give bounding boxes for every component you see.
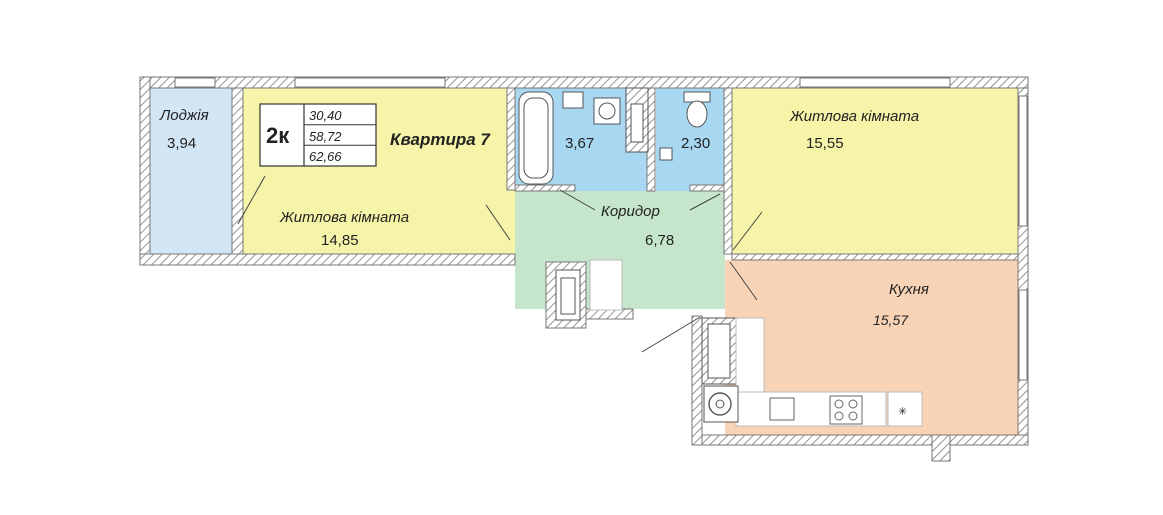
shaft-corridor-inner xyxy=(560,277,576,315)
washing-machine xyxy=(593,97,621,125)
wc-area: 2,30 xyxy=(681,135,710,152)
boiler-ring xyxy=(708,392,732,416)
living-room-2-name: Житлова кімната xyxy=(789,108,919,125)
living-room-1-name: Житлова кімната xyxy=(279,209,409,226)
shaft-bath-inner xyxy=(630,103,644,143)
loggia-area: 3,94 xyxy=(167,135,196,152)
door-wc xyxy=(689,193,721,211)
living-room-1-area: 14,85 xyxy=(321,232,359,249)
corridor-area: 6,78 xyxy=(645,232,674,249)
wall-living2-kitchen xyxy=(731,253,1019,261)
info-box xyxy=(259,103,377,167)
kitchen-area: 15,57 xyxy=(873,312,909,328)
window-right xyxy=(1018,95,1028,227)
wall-bottom-left xyxy=(139,253,516,266)
door-kitchen xyxy=(729,261,758,301)
apartment-title: Квартира 7 xyxy=(390,130,491,149)
wall-bottom-right xyxy=(691,434,1029,446)
door-loggia xyxy=(237,175,266,225)
fridge-icon: ✳ xyxy=(898,406,907,418)
door-living-2 xyxy=(732,211,763,251)
area-total-loggia: 62,66 xyxy=(309,149,342,164)
fridge xyxy=(887,391,923,427)
wall-tail xyxy=(931,434,951,462)
kitchen-name: Кухня xyxy=(889,281,929,298)
wall-living-bath xyxy=(506,87,516,191)
window-kitchen xyxy=(1018,289,1028,381)
burner-2 xyxy=(848,399,858,409)
wall-bath-bottom xyxy=(514,184,576,192)
window-living-1 xyxy=(294,77,446,88)
bathroom-area: 3,67 xyxy=(565,135,594,152)
kitchen-counter-bottom xyxy=(735,391,887,427)
corridor-name: Коридор xyxy=(601,203,660,220)
burner-4 xyxy=(848,411,858,421)
door-living-1 xyxy=(485,204,511,241)
bathtub xyxy=(518,91,554,185)
floor-drain xyxy=(659,147,673,161)
burner-1 xyxy=(834,399,844,409)
toilet-bowl xyxy=(686,100,708,128)
loggia-fill xyxy=(150,88,232,254)
sink xyxy=(562,91,584,109)
bathtub-inner xyxy=(523,97,549,179)
living-room-2-area: 15,55 xyxy=(806,135,844,152)
window-living-2 xyxy=(799,77,951,88)
wall-kitchen-left xyxy=(691,315,703,446)
area-living: 30,40 xyxy=(309,108,342,123)
loggia-name: Лоджія xyxy=(159,107,209,124)
wall-wc-bottom xyxy=(689,184,725,192)
kitchen-sink xyxy=(769,397,795,421)
living-room-2-fill xyxy=(732,88,1018,254)
rooms-badge: 2к xyxy=(266,123,290,148)
area-total: 58,72 xyxy=(309,129,342,144)
window-loggia xyxy=(174,77,216,88)
kitchen-counter-side xyxy=(735,317,765,393)
wall-loggia-living xyxy=(231,87,244,255)
closet xyxy=(589,259,623,311)
stove xyxy=(829,395,863,425)
washing-machine-drum xyxy=(598,102,616,120)
wall-wc-living2 xyxy=(723,87,733,255)
entrance-door xyxy=(641,316,701,353)
boiler-core xyxy=(715,399,725,409)
shaft-kitchen-inner xyxy=(707,323,731,379)
burner-3 xyxy=(834,411,844,421)
wall-left xyxy=(139,76,151,266)
door-bath xyxy=(559,189,596,211)
